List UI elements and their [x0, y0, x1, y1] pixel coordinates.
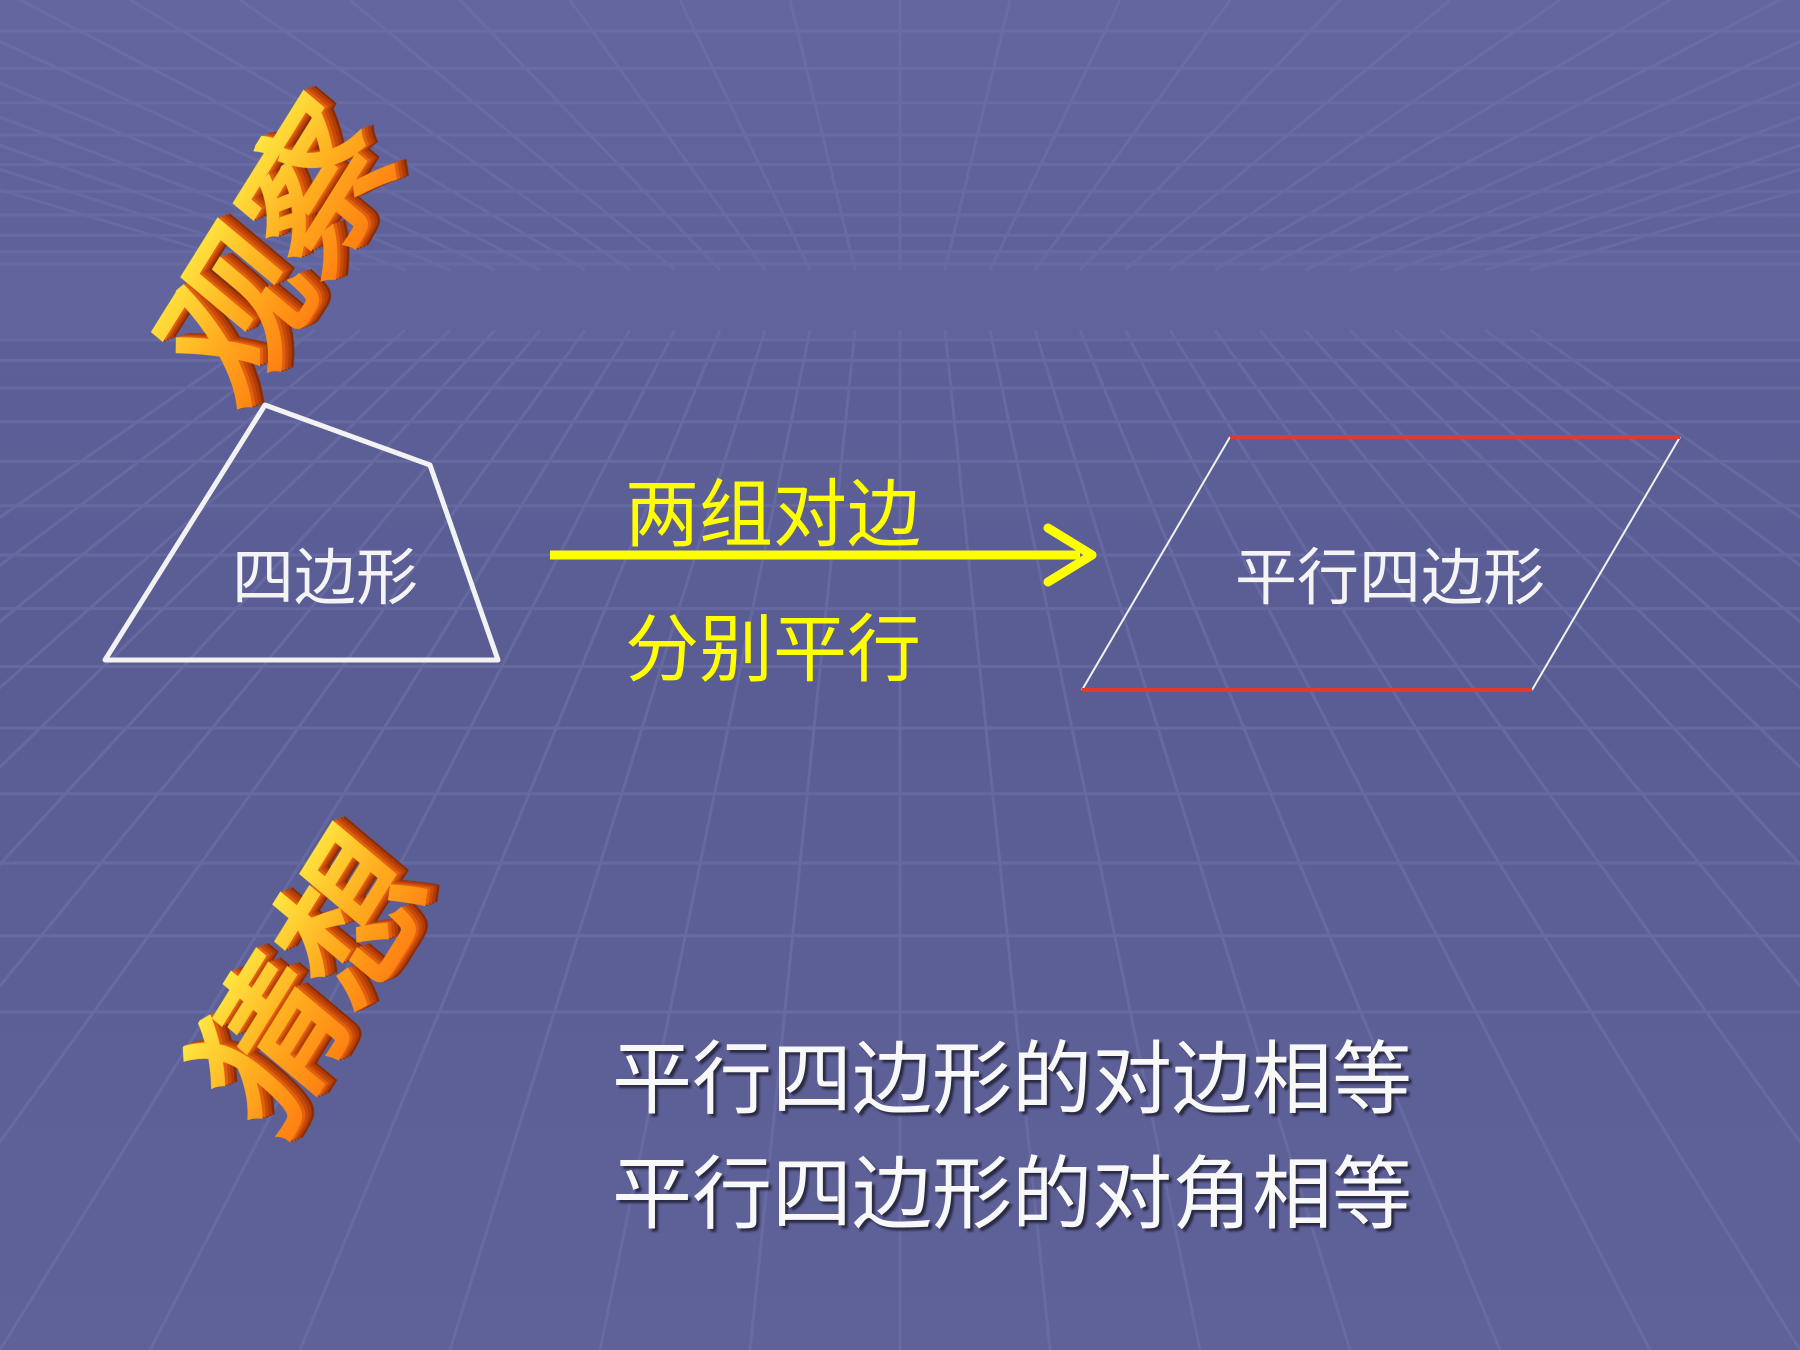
grid-line [148, 329, 677, 1350]
grid-line [1439, 328, 1800, 624]
grid-line [748, 329, 857, 1350]
quadrilateral-shape [102, 402, 501, 663]
grid-line [0, 329, 632, 1350]
grid-line [298, 329, 722, 1350]
grid-line [598, 329, 812, 1350]
grid-line [1123, 329, 1652, 1350]
conclusion-opposite-angles: 平行四边形的对角相等 [612, 1148, 1412, 1241]
parallelogram-label: 平行四边形 [1235, 541, 1546, 614]
parallelogram-left-side [1081, 436, 1231, 691]
grid-line [1168, 329, 1800, 1350]
grid-line [943, 329, 1052, 1350]
grid-line [988, 329, 1202, 1350]
grid-line [1484, 167, 1800, 272]
grid-line [1303, 328, 1800, 867]
grid-line [1484, 328, 1800, 568]
arrow-head [1043, 523, 1097, 587]
quadrilateral-label: 四边形 [232, 541, 419, 614]
parallelogram-right-side [1531, 436, 1681, 691]
grid-line [0, 188, 271, 272]
grid-line [448, 329, 767, 1350]
condition-line-1: 两组对边 [625, 472, 921, 558]
grid-line [0, 328, 452, 770]
grid-line [0, 329, 587, 1145]
grid-line [1529, 328, 1800, 520]
grid-line [0, 329, 542, 989]
grid-line [1439, 143, 1800, 272]
grid-line [0, 328, 361, 624]
grid-line [0, 167, 316, 272]
conclusion-opposite-sides: 平行四边形的对边相等 [612, 1033, 1412, 1126]
grid-line [1213, 329, 1800, 1145]
grid-line [1529, 188, 1800, 272]
grid-line [0, 328, 497, 867]
grid-line [0, 328, 316, 568]
grid-line [0, 143, 361, 272]
grid-line [0, 328, 271, 520]
grid-line [1033, 329, 1352, 1350]
grid-line [0, 328, 406, 690]
grid-line [1394, 328, 1800, 690]
grid-line [1258, 329, 1800, 989]
grid-line [1078, 329, 1502, 1350]
grid-line [1348, 328, 1800, 770]
condition-line-2: 分别平行 [625, 607, 921, 693]
